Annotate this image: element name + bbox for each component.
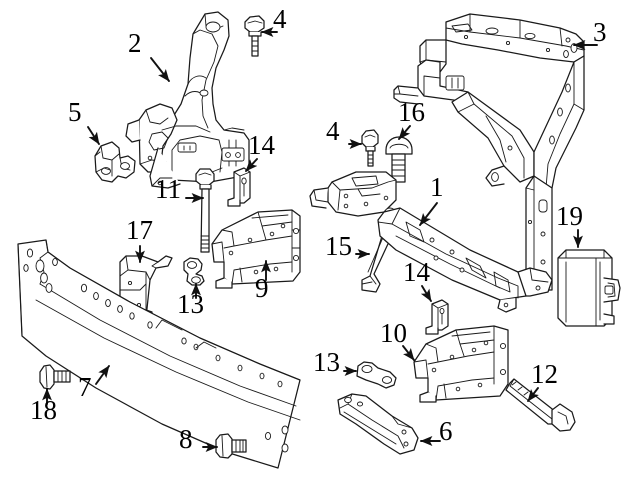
callout-number-15: 15: [325, 231, 352, 261]
callout-number-2: 2: [128, 28, 142, 58]
callout-number-10: 10: [380, 318, 407, 348]
callout-number-12: 12: [531, 359, 558, 389]
callout-number-14-b: 14: [403, 257, 430, 287]
callout-number-1: 1: [430, 172, 444, 202]
part-8-hex-flange-bolt: [215, 433, 247, 459]
callout-number-4-a: 4: [273, 4, 287, 34]
callout-number-7: 7: [78, 372, 92, 402]
part-13-washer-retainer-clip-right: [356, 361, 397, 389]
callout-number-3: 3: [593, 17, 607, 47]
part-3-right-upper-tie-bar-assembly: [393, 13, 585, 291]
callout-number-17: 17: [126, 215, 153, 245]
part-14-small-stop-bracket-right: [425, 299, 449, 335]
part-5-left-lower-mount-bracket: [94, 141, 136, 183]
part-13-washer-retainer-clip-left: [183, 257, 205, 286]
callout-number-4-b: 4: [326, 116, 340, 146]
part-11-long-hex-bolt: [195, 168, 215, 253]
part-2-left-headlamp-support-bracket: [125, 11, 250, 189]
callout-number-8: 8: [179, 424, 193, 454]
callout-number-19: 19: [556, 201, 583, 231]
part-1-front-crossmember: [309, 171, 553, 313]
part-19-distance-sensor-module: [557, 249, 621, 327]
part-7-bumper-reinforcement-beam: [17, 239, 301, 469]
callout-number-9: 9: [255, 273, 269, 303]
callout-number-14-a: 14: [248, 130, 275, 160]
callout-number-5: 5: [68, 97, 82, 127]
callout-number-6: 6: [439, 416, 453, 446]
part-9-right-front-bracket: [211, 209, 301, 289]
callout-number-11: 11: [155, 174, 181, 204]
part-6-lower-tie-brace: [337, 393, 419, 455]
callout-number-13-b: 13: [313, 347, 340, 377]
part-4-hex-flange-bolt-lower: [361, 129, 379, 167]
part-18-round-head-screw: [39, 364, 71, 390]
callout-number-18: 18: [30, 395, 57, 425]
callout-number-13-a: 13: [177, 289, 204, 319]
part-4-hex-flange-bolt-upper: [244, 15, 265, 57]
callout-number-16: 16: [398, 97, 425, 127]
callout-leaders: [42, 27, 598, 452]
part-14-small-stop-bracket-left: [227, 167, 251, 207]
part-10-left-front-bracket: [413, 325, 509, 403]
